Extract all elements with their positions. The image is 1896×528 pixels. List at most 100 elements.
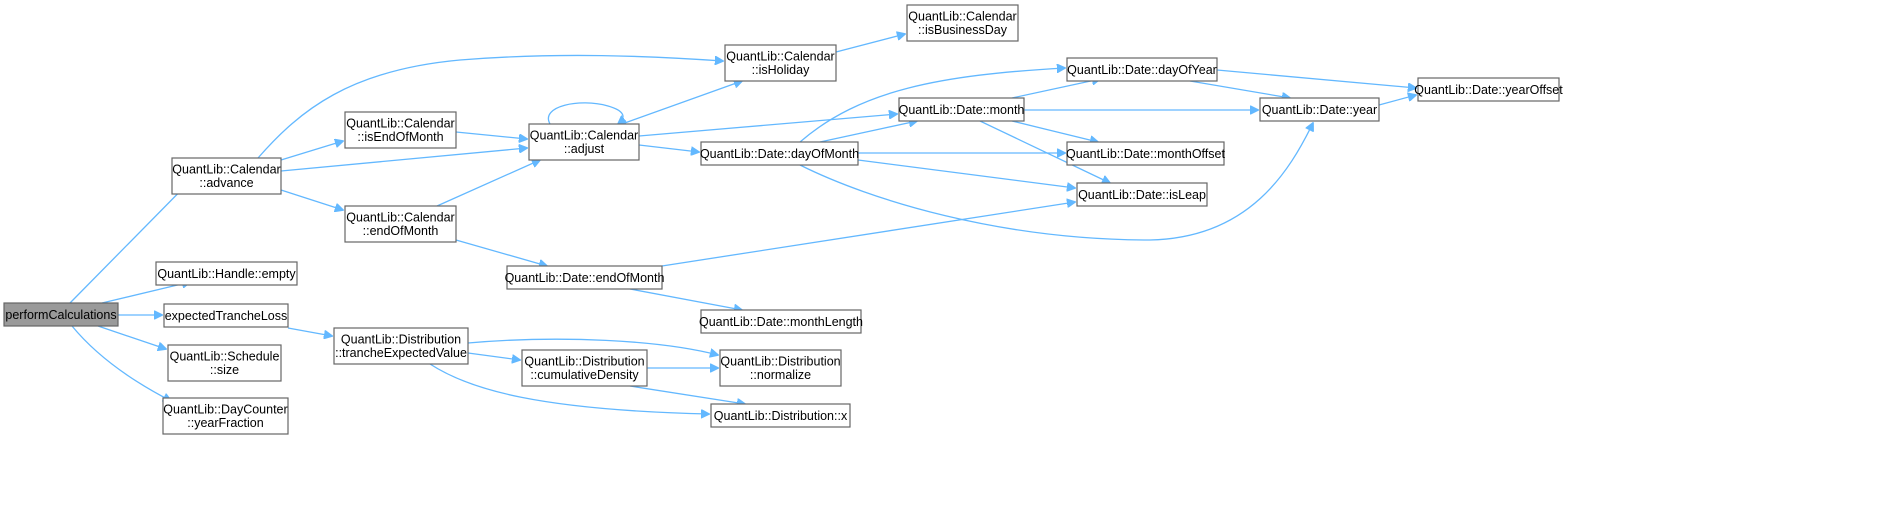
node-label: ::trancheExpectedValue — [335, 346, 467, 360]
edge-dist_trancheExpectedValue-to-dist_cumulativeDensity — [467, 352, 520, 360]
node-performCalculations[interactable]: performCalculations — [3, 302, 119, 327]
edge-expectedTrancheLoss-to-dist_trancheExpectedValue — [287, 327, 332, 336]
edge-date_dayOfMonth-to-date_month — [819, 121, 917, 143]
node-label: QuantLib::Distribution::x — [714, 409, 848, 423]
edge-cal_adjust-to-date_dayOfMonth — [638, 144, 699, 152]
node-label: QuantLib::Calendar — [346, 211, 454, 225]
node-dist_normalize[interactable]: QuantLib::Distribution::normalize — [719, 349, 842, 387]
node-cal_isHoliday[interactable]: QuantLib::Calendar::isHoliday — [724, 44, 837, 82]
node-handle_empty[interactable]: QuantLib::Handle::empty — [155, 261, 298, 286]
node-label: ::size — [210, 363, 239, 377]
node-box — [528, 123, 640, 161]
node-label: QuantLib::Distribution — [341, 333, 461, 347]
node-date_month[interactable]: QuantLib::Date::month — [898, 97, 1025, 122]
edge-date_dayOfYear-to-date_year — [1189, 80, 1290, 98]
node-box — [506, 265, 663, 290]
node-dc_yearFraction[interactable]: QuantLib::DayCounter::yearFraction — [162, 397, 289, 435]
node-label: QuantLib::Date::monthOffset — [1066, 147, 1225, 161]
node-label: QuantLib::Calendar — [530, 129, 638, 143]
node-date_monthOffset[interactable]: QuantLib::Date::monthOffset — [1066, 141, 1225, 166]
edge-dist_cumulativeDensity-to-dist_x — [629, 385, 745, 404]
edge-date_month-to-date_dayOfYear — [1011, 79, 1100, 99]
edge-date_endOfMonth-to-date_isLeap — [661, 202, 1075, 267]
node-box — [724, 44, 837, 82]
node-date_endOfMonth[interactable]: QuantLib::Date::endOfMonth — [505, 265, 665, 290]
node-expectedTrancheLoss[interactable]: expectedTrancheLoss — [163, 303, 289, 328]
edge-cal_endOfMonth-to-cal_adjust — [436, 160, 540, 207]
node-label: QuantLib::Calendar — [908, 10, 1016, 24]
edge-date_dayOfMonth-to-date_year — [799, 123, 1313, 241]
edge-date_month-to-date_isLeap — [979, 120, 1110, 183]
node-label: QuantLib::Calendar — [726, 50, 834, 64]
edge-cal_adjust-to-date_month — [638, 114, 897, 137]
edge-date_year-to-date_yearOffset — [1378, 95, 1416, 106]
node-label: QuantLib::Distribution — [524, 355, 644, 369]
node-box — [906, 4, 1019, 42]
node-label: expectedTrancheLoss — [165, 309, 288, 323]
node-box — [1066, 57, 1218, 82]
node-box — [1076, 182, 1208, 207]
node-box — [1417, 77, 1560, 102]
node-box — [521, 349, 648, 387]
edge-dist_trancheExpectedValue-to-dist_x — [429, 363, 709, 414]
node-box — [1066, 141, 1225, 166]
node-label: QuantLib::Date::monthLength — [699, 315, 863, 329]
edge-cal_advance-to-cal_isHoliday — [257, 54, 723, 159]
node-label: QuantLib::Date::dayOfMonth — [700, 147, 859, 161]
node-label: QuantLib::Schedule — [170, 350, 280, 364]
node-cal_isBusinessDay[interactable]: QuantLib::Calendar::isBusinessDay — [906, 4, 1019, 42]
node-date_dayOfYear[interactable]: QuantLib::Date::dayOfYear — [1066, 57, 1218, 82]
node-date_year[interactable]: QuantLib::Date::year — [1259, 97, 1380, 122]
node-date_monthLength[interactable]: QuantLib::Date::monthLength — [699, 309, 863, 334]
edge-cal_adjust-to-cal_adjust — [547, 102, 623, 124]
edge-cal_endOfMonth-to-date_endOfMonth — [455, 239, 547, 266]
edge-dist_trancheExpectedValue-to-dist_normalize — [467, 338, 718, 355]
edge-date_month-to-date_monthOffset — [1011, 120, 1098, 142]
node-label: ::isBusinessDay — [918, 23, 1008, 37]
node-dist_x[interactable]: QuantLib::Distribution::x — [710, 403, 851, 428]
node-box — [344, 205, 457, 243]
node-date_yearOffset[interactable]: QuantLib::Date::yearOffset — [1414, 77, 1563, 102]
edge-cal_adjust-to-cal_isHoliday — [621, 81, 742, 125]
node-cal_adjust[interactable]: QuantLib::Calendar::adjust — [528, 123, 640, 161]
node-label: ::adjust — [564, 142, 605, 156]
node-label: QuantLib::Date::isLeap — [1078, 188, 1206, 202]
node-schedule_size[interactable]: QuantLib::Schedule::size — [167, 344, 282, 382]
node-box — [1259, 97, 1380, 122]
edge-cal_advance-to-cal_adjust — [280, 148, 527, 172]
node-label: performCalculations — [5, 308, 116, 322]
node-label: ::cumulativeDensity — [530, 368, 639, 382]
node-label: ::yearFraction — [187, 416, 263, 430]
node-label: ::isEndOfMonth — [357, 130, 443, 144]
node-box — [171, 157, 282, 195]
edge-cal_advance-to-cal_isEndOfMonth — [280, 141, 343, 161]
node-label: QuantLib::Date::yearOffset — [1414, 83, 1563, 97]
node-label: QuantLib::Calendar — [346, 117, 454, 131]
node-box — [719, 349, 842, 387]
node-date_dayOfMonth[interactable]: QuantLib::Date::dayOfMonth — [700, 141, 859, 166]
edge-date_dayOfYear-to-date_yearOffset — [1216, 69, 1416, 88]
edges-layer — [69, 34, 1416, 414]
node-dist_trancheExpectedValue[interactable]: QuantLib::Distribution::trancheExpectedV… — [333, 327, 469, 365]
node-box — [710, 403, 851, 428]
edge-date_endOfMonth-to-date_monthLength — [629, 288, 742, 310]
node-label: QuantLib::Date::endOfMonth — [505, 271, 665, 285]
node-box — [898, 97, 1025, 122]
node-label: QuantLib::Date::year — [1262, 103, 1377, 117]
node-date_isLeap[interactable]: QuantLib::Date::isLeap — [1076, 182, 1208, 207]
node-cal_endOfMonth[interactable]: QuantLib::Calendar::endOfMonth — [344, 205, 457, 243]
node-label: ::normalize — [750, 368, 811, 382]
node-box — [700, 141, 859, 166]
node-label: QuantLib::Date::month — [899, 103, 1025, 117]
edge-performCalculations-to-dc_yearFraction — [71, 325, 171, 401]
node-cal_isEndOfMonth[interactable]: QuantLib::Calendar::isEndOfMonth — [344, 111, 457, 149]
edge-performCalculations-to-schedule_size — [97, 325, 166, 349]
node-label: QuantLib::Calendar — [172, 163, 280, 177]
node-cal_advance[interactable]: QuantLib::Calendar::advance — [171, 157, 282, 195]
node-box — [3, 302, 119, 327]
node-dist_cumulativeDensity[interactable]: QuantLib::Distribution::cumulativeDensit… — [521, 349, 648, 387]
nodes-layer: performCalculations QuantLib::Calendar::a… — [3, 4, 1563, 435]
edge-cal_isHoliday-to-cal_isBusinessDay — [835, 34, 905, 53]
node-label: ::advance — [199, 176, 253, 190]
